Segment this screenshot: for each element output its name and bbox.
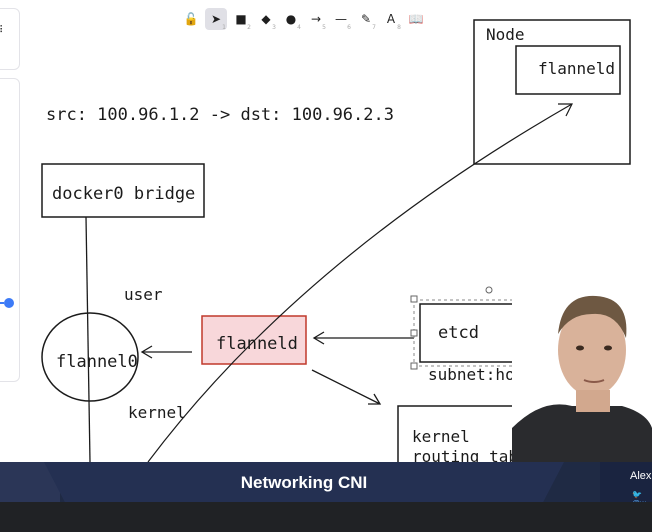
route-text: src: 100.96.1.2 -> dst: 100.96.2.3 (46, 105, 394, 125)
docker-bridge-box[interactable] (41, 163, 205, 218)
node-flanneld-box[interactable] (515, 45, 621, 95)
node-flanneld-label: flanneld (538, 59, 615, 78)
arrowhead-node (558, 103, 573, 117)
select-tool[interactable]: ➤1 (205, 8, 227, 31)
shortcut-number: 7 (372, 24, 376, 31)
routing-label-line2: routing tab (412, 447, 518, 462)
node-title: Node (486, 25, 525, 44)
whiteboard-canvas[interactable]: ⠿ 🔓➤1■2◆3●4→5—6✎7A8📖 src: 100.96.1.2 -> … (0, 0, 652, 462)
etcd-label: etcd (438, 323, 479, 343)
rectangle-icon: ■ (235, 12, 247, 26)
rectangle-tool[interactable]: ■2 (230, 8, 252, 31)
lock-icon-icon: 🔓 (183, 12, 199, 26)
banner-title: Networking CNI (240, 473, 368, 492)
flannel0-circle[interactable] (41, 312, 139, 402)
handle-ml[interactable] (410, 329, 418, 337)
shortcut-number: 1 (222, 24, 226, 31)
opacity-slider-track[interactable] (0, 302, 4, 304)
pencil-tool[interactable]: ✎7 (355, 8, 377, 31)
shortcut-number: 3 (272, 24, 276, 31)
diamond-icon: ◆ (261, 12, 271, 26)
webcam-overlay (512, 278, 652, 462)
lock-icon[interactable]: 🔓 (180, 8, 202, 30)
presenter-video-icon (512, 278, 652, 462)
ellipse-tool[interactable]: ●4 (280, 8, 302, 31)
pencil-icon: ✎ (360, 12, 372, 26)
shortcut-number: 2 (247, 24, 251, 31)
diagram[interactable]: src: 100.96.1.2 -> dst: 100.96.2.3 docke… (0, 0, 652, 462)
diamond-tool[interactable]: ◆3 (255, 8, 277, 31)
handle-tl[interactable] (410, 295, 418, 303)
kernel-label: kernel (128, 403, 186, 422)
subnet-host-label: subnet:host (428, 365, 534, 384)
banner-center-segment (44, 462, 564, 502)
arrow-tool[interactable]: →5 (305, 8, 327, 31)
flannel0-label: flannel0 (56, 352, 138, 372)
select-icon: ➤ (210, 12, 222, 26)
flanneld-label: flanneld (216, 334, 298, 354)
node-box[interactable] (473, 19, 631, 165)
library-icon-icon: 📖 (408, 12, 424, 26)
shortcut-number: 4 (297, 24, 301, 31)
text-icon: A (386, 12, 396, 26)
line-tool[interactable]: —6 (330, 8, 352, 31)
handle-bl[interactable] (410, 362, 418, 370)
library-icon[interactable]: 📖 (405, 8, 427, 30)
menu-dots-icon[interactable]: ⠿ (0, 25, 3, 36)
presenter-name: Alex (630, 470, 652, 482)
banner-right-segment (600, 462, 652, 502)
arrow-icon: → (310, 12, 322, 26)
left-panel-top: ⠿ (0, 8, 20, 70)
ellipse-icon: ● (285, 12, 297, 26)
bottom-bar (0, 502, 652, 532)
rotate-handle[interactable] (485, 286, 493, 294)
user-label: user (124, 285, 163, 304)
line-icon: — (335, 12, 347, 26)
shortcut-number: 8 (397, 24, 401, 31)
docker-bridge-label: docker0 bridge (52, 184, 195, 204)
shortcut-number: 5 (322, 24, 326, 31)
arrowhead-flanneld (312, 331, 325, 345)
shortcut-number: 6 (347, 24, 351, 31)
bridge-vertical-line (85, 216, 91, 462)
routing-label-line1: kernel (412, 427, 470, 446)
arrowhead-flannel0 (140, 345, 153, 359)
arrowhead-routing (368, 393, 382, 405)
flanneld-box[interactable] (201, 315, 307, 365)
opacity-slider-handle[interactable] (4, 298, 14, 308)
arrow-to-node (147, 103, 573, 462)
arrow-flanneld-to-routing (311, 369, 381, 405)
